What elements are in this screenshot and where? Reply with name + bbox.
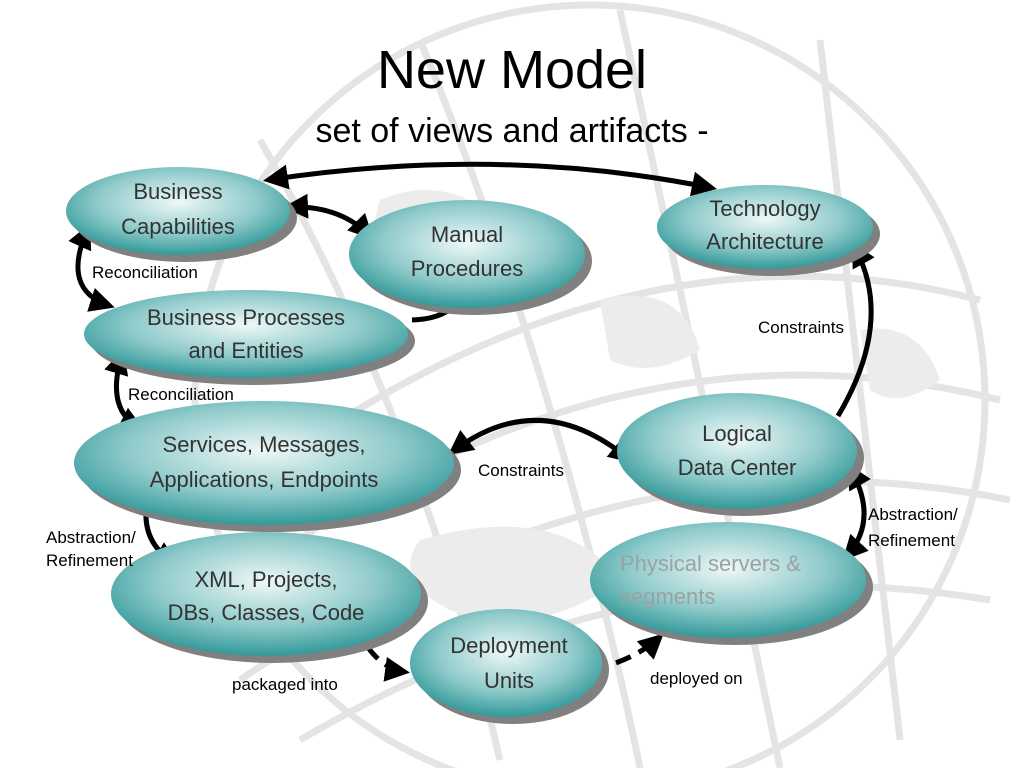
label-reconciliation-1: Reconciliation (92, 263, 198, 282)
node-label-line-1: Business (133, 179, 222, 204)
arrow-capabilities-technology (263, 161, 717, 197)
node-label-line-2: Architecture (706, 229, 823, 254)
node-label-line-1: Technology (709, 196, 820, 221)
node-label-line-1: Logical (702, 421, 772, 446)
label-constraints-right: Constraints (758, 318, 844, 337)
node-label-line-2: Units (484, 668, 534, 693)
label-abstraction-right-1: Abstraction/ (868, 505, 958, 524)
arrow-capabilities-processes (68, 223, 115, 312)
label-packaged-into: packaged into (232, 675, 338, 694)
label-deployed-on: deployed on (650, 669, 743, 688)
node-manual-procedures: Manual Procedures (349, 200, 592, 315)
arrow-services-datacenter (448, 417, 634, 464)
label-abstraction-left-2: Refinement (46, 551, 133, 570)
node-label-line-1: Manual (431, 222, 503, 247)
node-business-capabilities: Business Capabilities (66, 167, 297, 262)
node-label-line-1: Business Processes (147, 305, 345, 330)
node-technology-architecture: Technology Architecture (657, 185, 880, 276)
label-abstraction-right-2: Refinement (868, 531, 955, 550)
arrow-datacenter-technology (835, 241, 875, 418)
node-label-line-1: Services, Messages, (163, 432, 366, 457)
node-label-line-2: and Entities (189, 338, 304, 363)
node-label-line-2: Applications, Endpoints (150, 467, 379, 492)
node-logical-data-center: Logical Data Center (617, 393, 864, 516)
label-abstraction-left-1: Abstraction/ (46, 528, 136, 547)
node-services: Services, Messages, Applications, Endpoi… (74, 401, 461, 532)
node-label-line-1: XML, Projects, (194, 567, 337, 592)
label-reconciliation-2: Reconciliation (128, 385, 234, 404)
node-label-line-2: Data Center (678, 455, 797, 480)
label-constraints-center: Constraints (478, 461, 564, 480)
node-label-line-2: Procedures (411, 256, 524, 281)
node-deployment-units: Deployment Units (410, 609, 609, 724)
node-label-line-1: Physical servers & (620, 551, 801, 576)
node-label-line-2: segments (620, 584, 715, 609)
node-physical-servers: Physical servers & segments (590, 522, 873, 645)
node-label-line-2: Capabilities (121, 214, 235, 239)
node-xml-projects: XML, Projects, DBs, Classes, Code (111, 532, 428, 663)
node-business-processes: Business Processes and Entities (84, 290, 415, 385)
page-title: New Model (376, 40, 648, 100)
arrow-capabilities-manual (283, 193, 374, 240)
node-label-line-1: Deployment (450, 633, 567, 658)
page-subtitle: set of views and artifacts - (315, 112, 709, 150)
node-label-line-2: DBs, Classes, Code (168, 600, 365, 625)
